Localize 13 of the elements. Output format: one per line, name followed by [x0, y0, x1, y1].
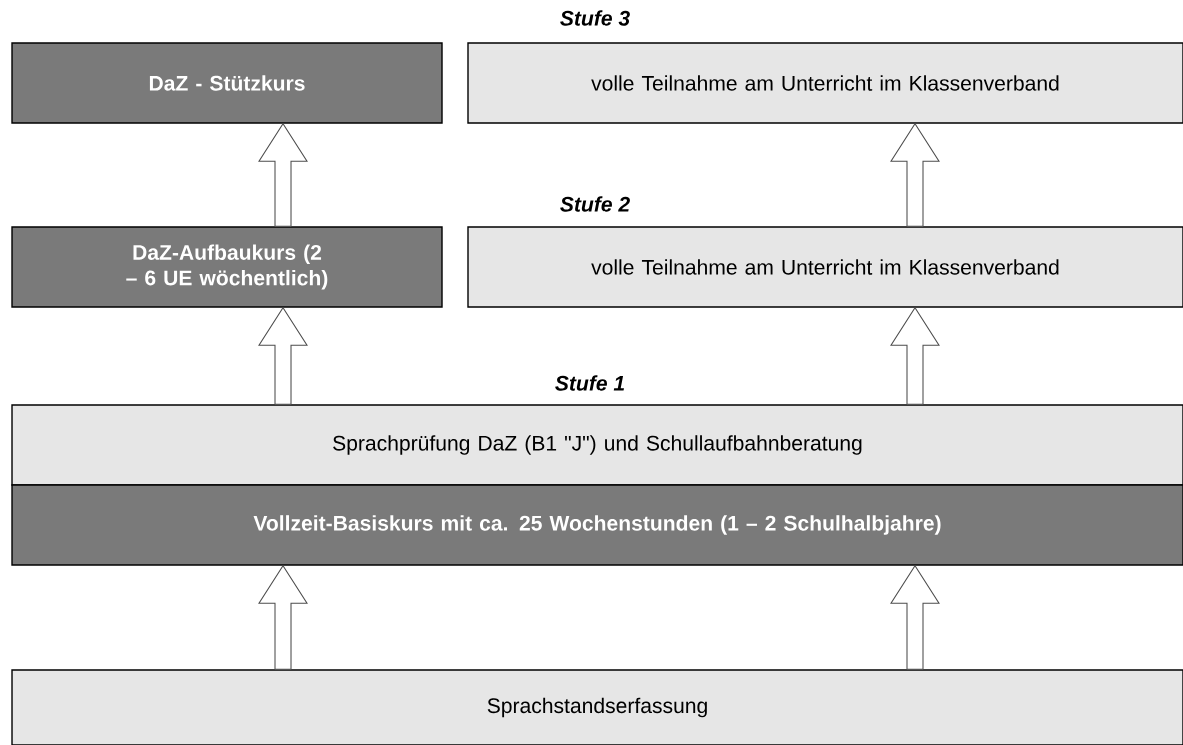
- stage-box: volle Teilnahme am Unterricht im Klassenverband: [467, 226, 1183, 308]
- block-arrow: [890, 306, 940, 405]
- block-arrow: [258, 306, 308, 405]
- block-arrow: [890, 122, 940, 227]
- stage-box: Sprachstandserfassung: [11, 669, 1183, 745]
- stage-box: volle Teilnahme am Unterricht im Klassenverband: [467, 42, 1183, 124]
- stage-box: Sprachprüfung DaZ (B1 "J") und Schullaufbahnberatung: [11, 404, 1183, 486]
- block-arrow: [258, 564, 308, 670]
- course-box: DaZ-Aufbaukurs (2 – 6 UE wöchentlich): [11, 226, 443, 308]
- course-box: Vollzeit-Basiskurs mit ca. 25 Wochenstunden (1 – 2 Schulhalbjahre): [11, 484, 1183, 566]
- block-arrow: [258, 122, 308, 227]
- course-box: DaZ - Stützkurs: [11, 42, 443, 124]
- block-arrow: [890, 564, 940, 670]
